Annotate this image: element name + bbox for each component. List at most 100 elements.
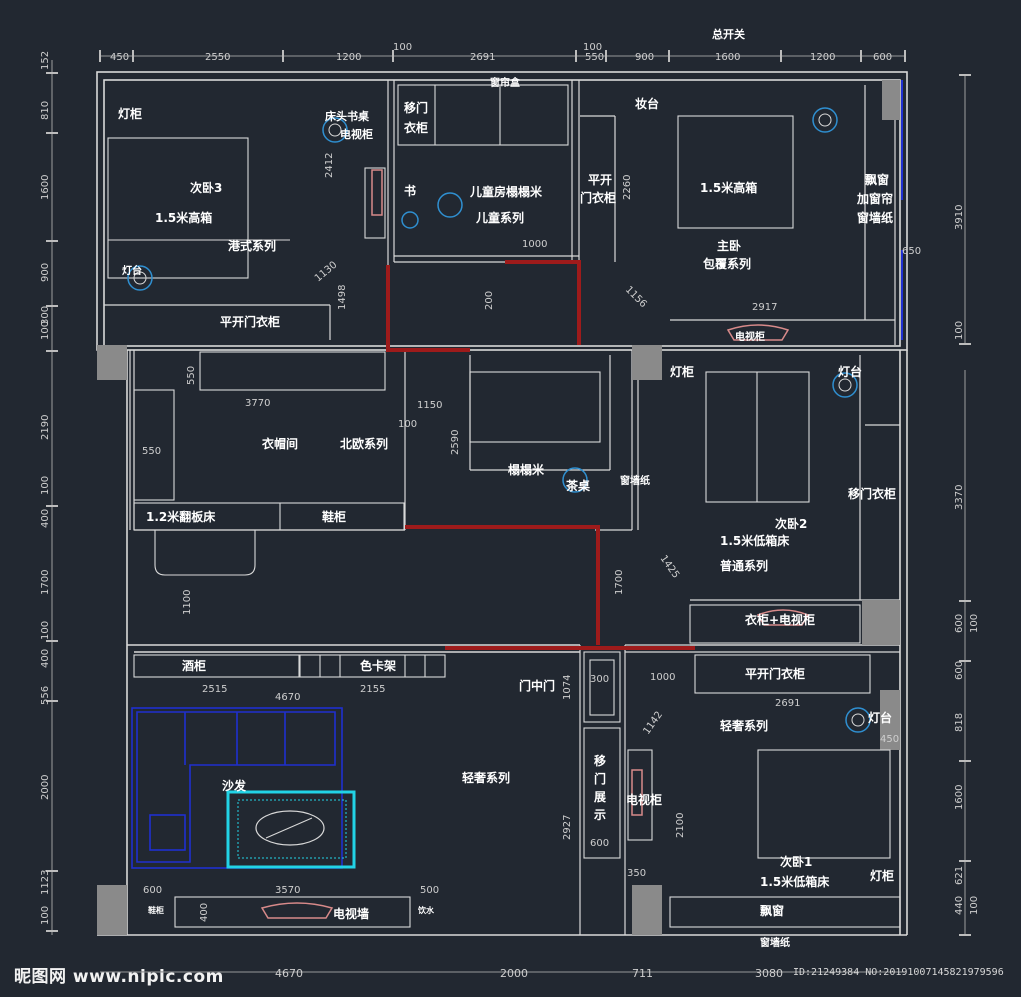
master-wardrobe1: 平开 <box>588 173 612 187</box>
dim-left-3: 900 <box>40 263 51 282</box>
dim-550a: 550 <box>186 366 197 385</box>
right-dimension-labels: 3910 100 3370 600 100 600 818 1600 621 4… <box>954 205 980 915</box>
dim-top-6: 550 <box>585 52 604 63</box>
bedroom1-lamp: 灯柜 <box>870 868 894 883</box>
dim-left-6: 2190 <box>40 415 51 440</box>
dim-2260: 2260 <box>622 175 633 200</box>
living-shoe: 鞋柜 <box>148 905 164 915</box>
bedroom3-lamp-label: 灯柜 <box>118 106 142 121</box>
dim-1000b: 1000 <box>650 672 675 683</box>
living-series: 轻奢系列 <box>462 770 510 785</box>
dim-1142: 1142 <box>641 710 665 737</box>
bedroom1-bay: 飘窗 <box>760 903 784 918</box>
rug-icon <box>226 790 356 869</box>
master-curtain: 加窗帘 <box>856 191 893 206</box>
bedroom3-wardrobe: 平开门衣柜 <box>220 314 280 329</box>
cloakroom-shoe: 鞋柜 <box>322 509 346 524</box>
wall-hatch-blocks <box>97 80 900 935</box>
tatami-table: 茶桌 <box>565 478 591 493</box>
dim-right-5: 600 <box>954 661 965 680</box>
dim-2927: 2927 <box>562 815 573 840</box>
dim-left-9: 1700 <box>40 570 51 595</box>
bedroom3-bed: 1.5米高箱 <box>155 210 212 225</box>
bedroom1-name: 次卧1 <box>780 854 812 869</box>
dim-right-10: 100 <box>969 896 980 915</box>
dim-600b: 600 <box>143 885 162 896</box>
left-dimension-labels: 152 810 1600 900 100 300 2190 100 400 17… <box>40 51 51 925</box>
dim-300: 300 <box>590 674 609 685</box>
master-switch-label: 总开关 <box>712 27 745 41</box>
dim-3570: 3570 <box>275 885 300 896</box>
bedroom2-nightstand: 灯台 <box>838 364 862 379</box>
lamp-symbols <box>127 107 871 919</box>
dim-left-15: 100 <box>40 906 51 925</box>
dim-350: 350 <box>627 868 646 879</box>
room-partitions <box>104 80 900 935</box>
bedroom3-desk: 床头书桌 <box>325 109 370 123</box>
dim-1700: 1700 <box>614 570 625 595</box>
dim-2155: 2155 <box>360 684 385 695</box>
dim-2515: 2515 <box>202 684 227 695</box>
dim-500: 500 <box>420 885 439 896</box>
dim-bottom-3: 3080 <box>755 967 783 980</box>
dim-right-6: 818 <box>954 713 965 732</box>
bedroom2-lamp: 灯柜 <box>670 364 694 379</box>
dim-top-0: 450 <box>110 52 129 63</box>
dim-2100: 2100 <box>675 813 686 838</box>
living-card: 色卡架 <box>360 658 396 673</box>
living-display-1: 移 <box>594 753 606 768</box>
tatami-wallpaper: 窗墙纸 <box>620 474 650 487</box>
living-display-2: 门 <box>594 771 606 786</box>
furniture-outlines <box>107 84 901 928</box>
dim-top-1: 2550 <box>205 52 230 63</box>
bedroom2-name: 次卧2 <box>775 516 807 531</box>
bedroom3-nightstand: 灯台 <box>122 264 142 277</box>
watermark-site: 昵图网 www.nipic.com <box>14 967 224 987</box>
kids-sliding: 移门 <box>404 100 428 115</box>
dim-1498: 1498 <box>337 285 348 310</box>
dim-top-10: 600 <box>873 52 892 63</box>
dim-100a: 100 <box>398 419 417 430</box>
bedroom2-cabinet: 衣柜+电视柜 <box>745 612 815 627</box>
dim-right-4: 100 <box>969 614 980 633</box>
living-water: 饮水 <box>417 905 435 915</box>
bedroom1-wallpaper: 窗墙纸 <box>760 936 790 949</box>
dim-1100: 1100 <box>182 590 193 615</box>
dim-top-4: 2691 <box>470 52 495 63</box>
living-display-3: 展 <box>594 790 606 804</box>
dim-4670: 4670 <box>275 692 300 703</box>
dim-right-1: 100 <box>954 321 965 340</box>
dim-1074: 1074 <box>562 675 573 700</box>
dim-left-2: 1600 <box>40 175 51 200</box>
inner-dimension-labels: 2412 1130 1498 1000 200 2260 1156 2917 6… <box>142 153 921 922</box>
dim-left-0: 152 <box>40 51 51 70</box>
dim-3770: 3770 <box>245 398 270 409</box>
bottom-dimension-labels: 4670 2000 711 3080 <box>275 967 783 980</box>
dim-top-5: 100 <box>583 42 602 53</box>
master-series: 包覆系列 <box>702 256 751 271</box>
watermark-id: ID:21249384 NO:20191007145821979596 <box>793 967 1004 978</box>
red-wall-segments <box>386 260 695 650</box>
bedroom1-nightstand: 灯台 <box>868 710 892 725</box>
top-dimension-labels: 450 2550 1200 100 2691 100 550 900 1600 … <box>110 42 892 63</box>
bedroom3-name: 次卧3 <box>190 180 222 195</box>
outer-walls <box>96 71 908 936</box>
dim-1425: 1425 <box>658 553 682 580</box>
dim-bottom-1: 2000 <box>500 967 528 980</box>
living-display-4: 示 <box>593 808 606 822</box>
bedroom2-wardrobe: 移门衣柜 <box>848 486 896 501</box>
dim-1000a: 1000 <box>522 239 547 250</box>
dim-left-12: 556 <box>40 686 51 705</box>
living-tv-wall: 电视墙 <box>333 906 369 921</box>
master-counter: 妆台 <box>635 96 659 111</box>
master-name: 主卧 <box>717 238 741 253</box>
dim-bottom-2: 711 <box>632 967 653 980</box>
dim-1130: 1130 <box>313 260 340 285</box>
dim-600a: 600 <box>590 838 609 849</box>
kids-book: 书 <box>404 183 416 198</box>
dim-450: 450 <box>880 734 899 745</box>
kids-series: 儿童系列 <box>475 210 524 225</box>
master-bay: 飘窗 <box>865 172 889 187</box>
dim-550b: 550 <box>142 446 161 457</box>
dim-left-8: 400 <box>40 509 51 528</box>
